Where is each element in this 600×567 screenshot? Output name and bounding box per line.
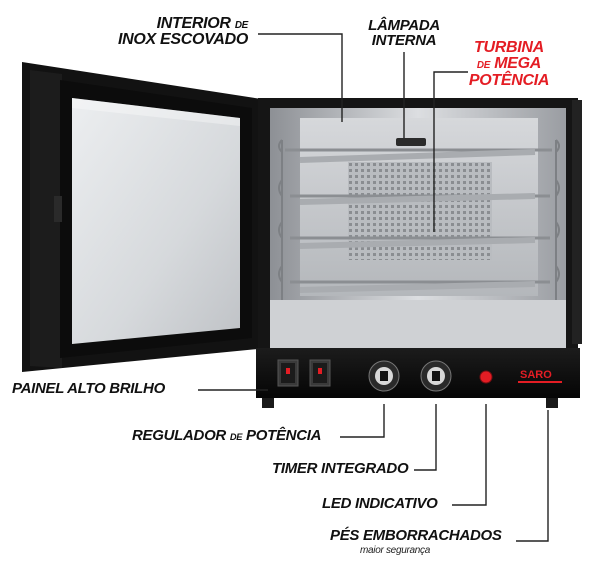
trays (299, 149, 536, 293)
callout-lines (198, 33, 549, 542)
label-turbina: TURBINA DE MEGA POTÊNCIA (468, 39, 550, 89)
lamp (396, 138, 426, 146)
label-led: LED INDICATIVO (322, 495, 438, 512)
label-interior: INTERIOR DE INOX ESCOVADO (117, 15, 248, 49)
foot-left (262, 398, 274, 408)
foot-right (546, 398, 558, 408)
label-timer: TIMER INTEGRADO (272, 460, 409, 477)
label-pes: PÉS EMBORRACHADOS (330, 527, 502, 544)
label-regulador: REGULADOR DE POTÊNCIA (132, 427, 322, 444)
oven-door (22, 62, 268, 372)
door-hinge (54, 196, 62, 222)
control-panel: SARO (256, 348, 580, 398)
label-pes-sub: maior segurança (360, 545, 430, 556)
brand-logo: SARO (520, 369, 552, 381)
label-painel: PAINEL ALTO BRILHO (12, 380, 165, 397)
oven-body (258, 98, 582, 358)
rack-side-supports (278, 139, 560, 300)
door-glass (72, 98, 240, 344)
label-lampada: LÂMPADA INTERNA (368, 17, 440, 50)
